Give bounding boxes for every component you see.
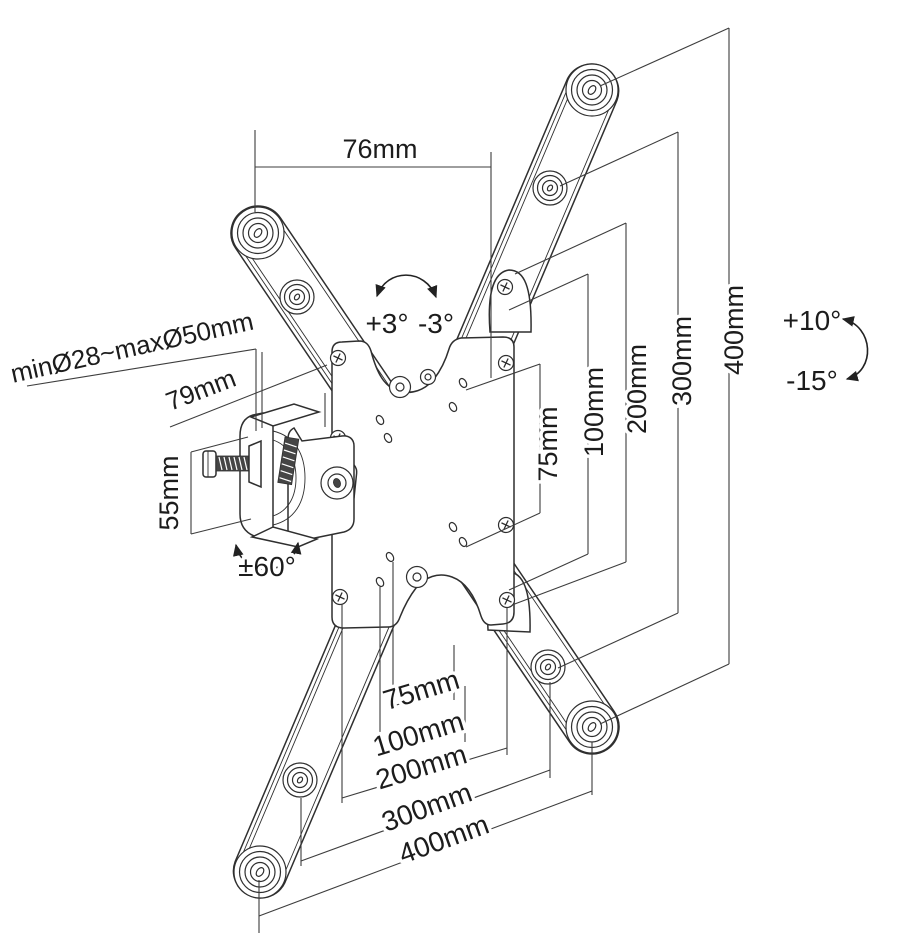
pole-clamp <box>202 403 358 548</box>
screw-head <box>496 278 514 296</box>
screw-head <box>329 349 347 367</box>
clamp-height-label: 55mm <box>154 455 184 530</box>
vesa-v-200-label: 200mm <box>622 344 652 434</box>
tilt-plus-label: +3° <box>365 308 408 339</box>
screw-head <box>497 354 515 372</box>
clamp-bolt <box>277 436 300 486</box>
dim-vesa-vertical-200: 200mm <box>511 222 656 606</box>
vesa-v-300-label: 300mm <box>667 316 697 406</box>
arm-hole <box>282 762 318 798</box>
vesa-v-100-label: 100mm <box>579 367 609 457</box>
arm-hole <box>279 279 315 315</box>
arm-hole <box>530 649 566 685</box>
dim-vesa-vertical-100: 100mm <box>508 273 613 591</box>
vesa-hole <box>458 377 468 389</box>
dim-label-top-width: 76mm <box>342 134 417 164</box>
vesa-hole <box>448 401 458 413</box>
pivot-hole <box>231 206 285 260</box>
dim-vesa-vertical-400: 400mm <box>599 27 753 725</box>
screw-head <box>498 591 516 609</box>
rotation-arrow-icon <box>841 316 869 382</box>
swivel-angle-annotation: ±60° <box>233 541 302 586</box>
vesa-v-75-label: 75mm <box>533 406 563 481</box>
pivot-hole <box>233 845 287 899</box>
rotation-minus-label: -15° <box>786 365 838 396</box>
vesa-hole <box>375 576 385 588</box>
dim-top-width: 76mm <box>254 130 492 378</box>
dim-vesa-vertical-300: 300mm <box>557 131 701 669</box>
tilt-angle-annotation: +3° -3° <box>362 274 458 343</box>
rotation-plus-label: +10° <box>783 305 842 336</box>
pivot-hole <box>565 63 619 117</box>
depth-label: 79mm <box>162 363 240 417</box>
screw-head <box>497 516 515 534</box>
rotation-angle-annotation: +10° -15° <box>779 302 869 400</box>
dim-vesa-vertical-75: 75mm <box>465 363 567 548</box>
clamp-bolt <box>202 439 262 489</box>
tilt-minus-label: -3° <box>418 308 454 339</box>
arm-hole <box>532 170 568 206</box>
vesa-plate <box>329 269 532 633</box>
vesa-hole <box>458 536 468 548</box>
vesa-hole <box>375 414 385 426</box>
swivel-arrow-icon <box>233 541 302 570</box>
vesa-hole <box>385 551 395 563</box>
screw-head <box>331 588 349 606</box>
pivot-hole <box>565 700 619 754</box>
clamp-knob <box>320 466 354 500</box>
vesa-hole <box>448 521 458 533</box>
vesa-hole <box>383 432 393 444</box>
dim-clamp-height: 55mm <box>151 436 252 535</box>
vesa-v-400-label: 400mm <box>719 285 749 375</box>
tilt-arrow-icon <box>375 274 438 299</box>
swivel-label: ±60° <box>238 551 296 582</box>
